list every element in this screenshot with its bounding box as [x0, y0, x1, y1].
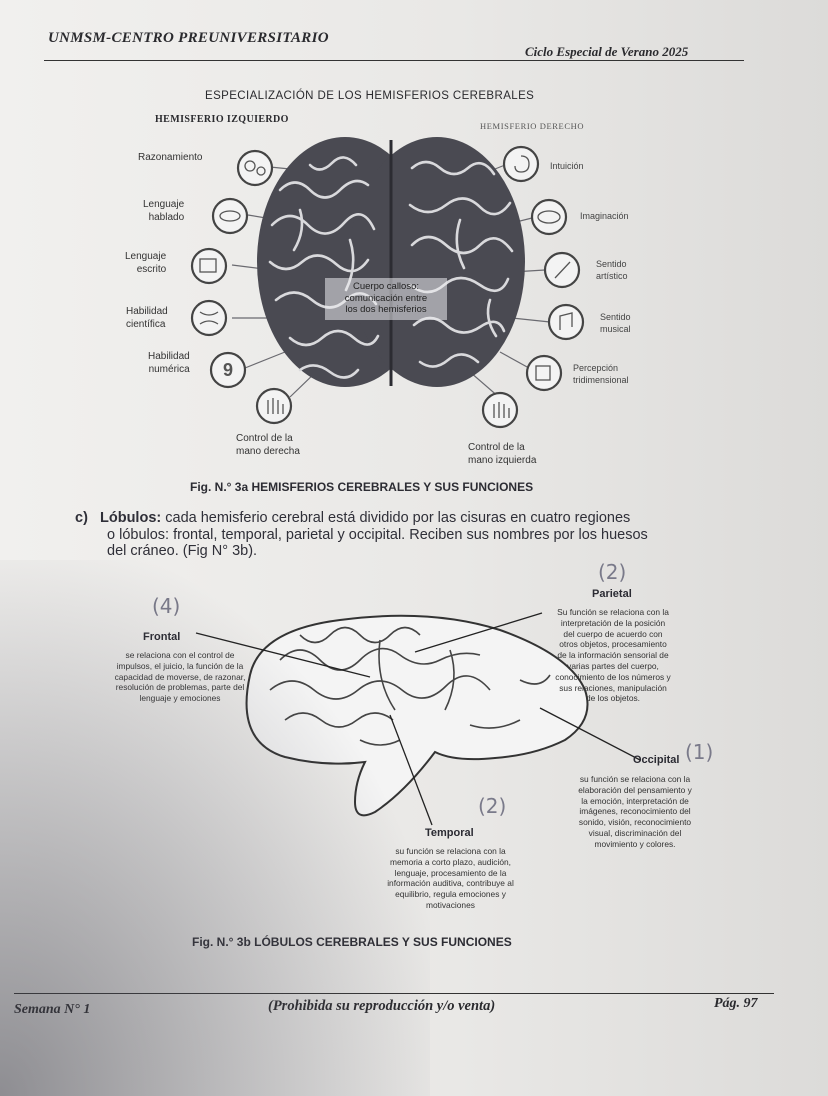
left-hemisphere-heading: HEMISFERIO IZQUIERDO: [155, 114, 289, 125]
occipital-title: Occipital: [633, 754, 680, 766]
cube-icon: [525, 354, 563, 392]
music-note-icon: [547, 303, 585, 341]
label-razonamiento: Razonamiento: [138, 152, 203, 163]
frontal-handwritten-number: (4): [152, 594, 181, 618]
corpus-label-box: [325, 278, 447, 320]
right-hand-icon: [255, 387, 293, 425]
left-hand-icon: [481, 391, 519, 429]
header-rule: [44, 60, 744, 61]
label-intuicion: Intuición: [550, 161, 584, 171]
writing-icon: [190, 247, 228, 285]
temporal-handwritten-number: (2): [478, 794, 507, 818]
lobes-paragraph: c) Lóbulos: cada hemisferio cerebral est…: [75, 510, 648, 559]
occipital-handwritten-number: (1): [685, 740, 714, 764]
footer-page-number: Pág. 97: [714, 996, 758, 1011]
figure-a-caption: Fig. N.° 3a HEMISFERIOS CEREBRALES Y SUS…: [190, 480, 534, 494]
cloud-icon: [530, 198, 568, 236]
label-imaginacion: Imaginación: [580, 211, 629, 221]
footer-week: Semana N° 1: [14, 1002, 91, 1017]
svg-text:9: 9: [223, 360, 233, 380]
dna-icon: [190, 299, 228, 337]
hemispheres-diagram: 9: [190, 137, 585, 429]
brain-top-view: [257, 137, 525, 387]
footer-rule: [14, 993, 774, 994]
head-icon: [502, 145, 540, 183]
cycle-name: Ciclo Especial de Verano 2025: [525, 44, 689, 59]
temporal-title: Temporal: [425, 827, 474, 839]
number-nine-icon: [209, 351, 247, 389]
parietal-title: Parietal: [592, 588, 632, 600]
figure-a-title: ESPECIALIZACIÓN DE LOS HEMISFERIOS CEREB…: [205, 90, 535, 102]
right-hemisphere-heading: HEMISFERIO DERECHO: [480, 121, 585, 131]
institution-name: UNMSM-CENTRO PREUNIVERSITARIO: [48, 30, 329, 46]
mouth-icon: [211, 197, 249, 235]
figure-b-caption: Fig. N.° 3b LÓBULOS CEREBRALES Y SUS FUN…: [192, 935, 512, 949]
frontal-title: Frontal: [143, 631, 181, 643]
parietal-handwritten-number: (2): [598, 560, 627, 584]
footer-notice: (Prohibida su reproducción y/o venta): [268, 998, 496, 1014]
